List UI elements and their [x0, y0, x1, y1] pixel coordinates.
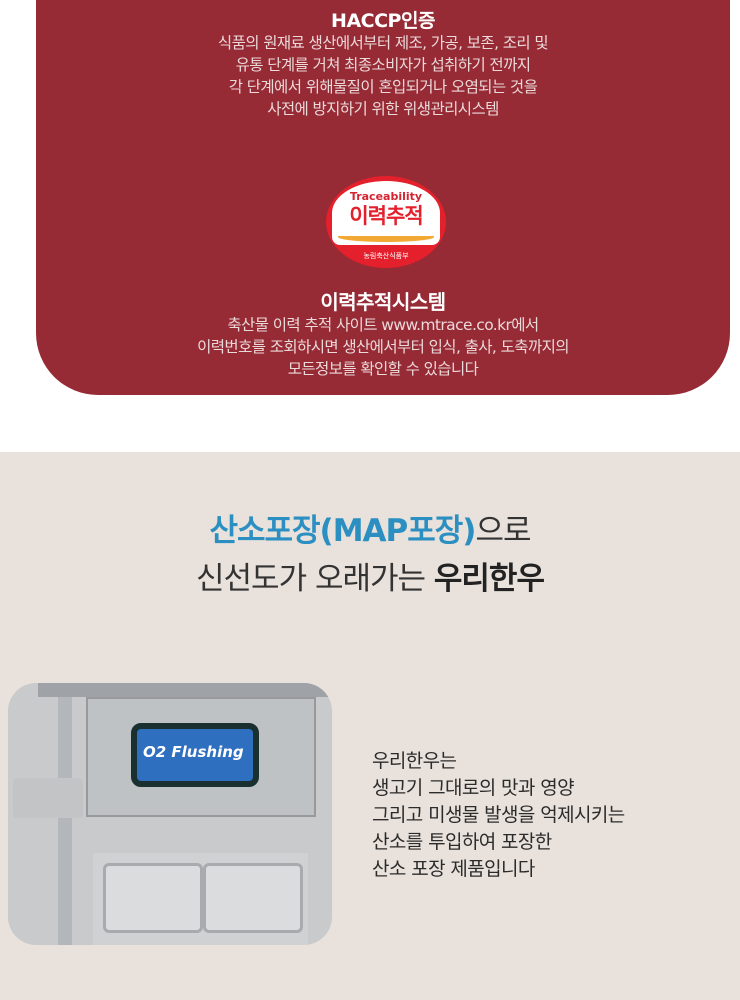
description-line: 산소를 투입하여 포장한	[372, 831, 552, 853]
certification-panel: HACCP인증 식품의 원재료 생산에서부터 제조, 가공, 보존, 조리 및 …	[36, 0, 730, 395]
tray	[103, 863, 203, 933]
headline-pre: 신선도가 오래가는	[196, 561, 434, 597]
description-line: 생고기 그대로의 맛과 영양	[372, 777, 575, 799]
trace-line: 모든정보를 확인할 수 있습니다	[287, 360, 479, 378]
headline-line1: 산소포장(MAP포장)으로	[0, 505, 740, 550]
tray	[203, 863, 303, 933]
haccp-line: 식품의 원재료 생산에서부터 제조, 가공, 보존, 조리 및	[217, 34, 549, 52]
logo-en-text: Traceability	[349, 190, 423, 203]
packaging-machine-photo: O2 Flushing	[8, 683, 332, 945]
headline-rest: 으로	[475, 513, 531, 549]
haccp-title: HACCP인증	[331, 10, 435, 32]
description-line: 우리한우는	[372, 750, 457, 772]
haccp-line: 유통 단계를 거쳐 최종소비자가 섭취하기 전까지	[235, 56, 531, 74]
headline-brand: 우리한우	[433, 561, 545, 597]
trace-description: 축산물 이력 추적 사이트 www.mtrace.co.kr에서 이력번호를 조…	[36, 314, 730, 380]
description-line: 산소 포장 제품입니다	[372, 858, 535, 880]
o2-flushing-screen: O2 Flushing	[131, 723, 259, 787]
o2-flushing-label: O2 Flushing	[143, 743, 244, 761]
headline-line2: 신선도가 오래가는 우리한우	[0, 553, 740, 598]
haccp-line: 사전에 방지하기 위한 위생관리시스템	[267, 100, 499, 118]
trace-line: 이력번호를 조회하시면 생산에서부터 입식, 출사, 도축까지의	[197, 338, 569, 356]
trace-title: 이력추적시스템	[320, 290, 446, 314]
packaging-description: 우리한우는 생고기 그대로의 맛과 영양 그리고 미생물 발생을 억제시키는 산…	[372, 748, 625, 883]
logo-ministry-text: 농림축산식품부	[363, 252, 409, 260]
trace-line: 축산물 이력 추적 사이트 www.mtrace.co.kr에서	[227, 316, 539, 334]
logo-arc	[338, 232, 434, 242]
haccp-line: 각 단계에서 위해물질이 혼입되거나 오염되는 것을	[228, 78, 538, 96]
logo-kr-text: 이력추적	[349, 204, 423, 228]
headline-highlight: 산소포장(MAP포장)	[209, 513, 476, 549]
description-line: 그리고 미생물 발생을 억제시키는	[372, 804, 625, 826]
haccp-description: 식품의 원재료 생산에서부터 제조, 가공, 보존, 조리 및 유통 단계를 거…	[36, 32, 730, 120]
traceability-logo: Traceability 이력추적 농림축산식품부	[326, 176, 446, 268]
